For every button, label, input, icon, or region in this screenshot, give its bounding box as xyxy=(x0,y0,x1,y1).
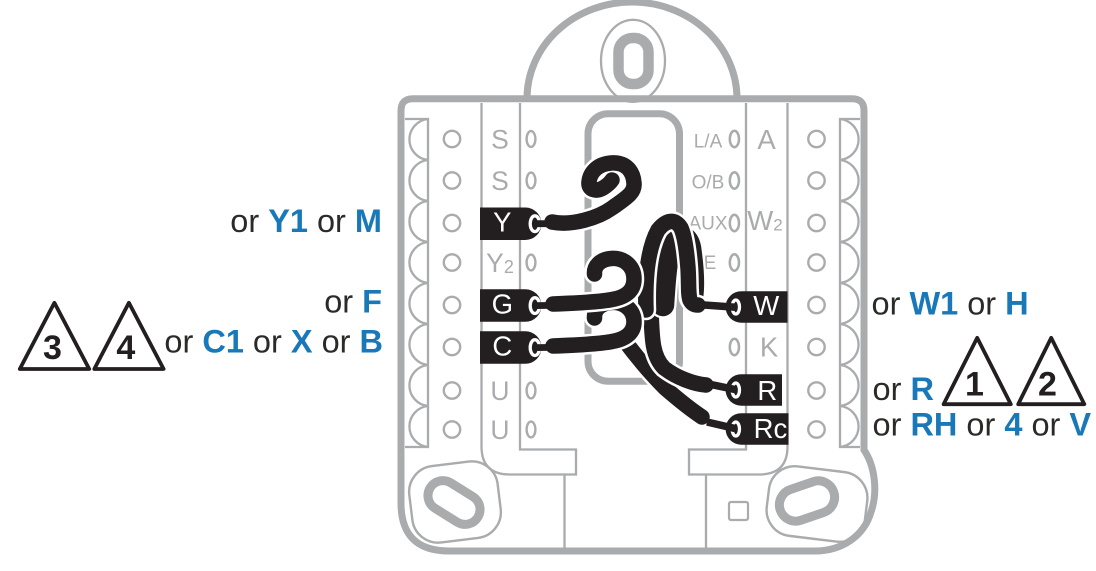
svg-text:Y: Y xyxy=(493,207,511,238)
svg-text:S: S xyxy=(491,166,509,196)
svg-text:C: C xyxy=(492,331,512,362)
svg-text:W2: W2 xyxy=(747,205,782,236)
svg-text:or C1 or X or B: or C1 or X or B xyxy=(164,324,383,360)
svg-text:3: 3 xyxy=(43,329,62,367)
svg-text:or F: or F xyxy=(324,283,382,319)
svg-text:L/A: L/A xyxy=(694,132,723,153)
svg-text:or RH or 4 or V: or RH or 4 or V xyxy=(873,407,1092,443)
svg-text:4: 4 xyxy=(116,329,135,367)
svg-text:G: G xyxy=(492,289,513,320)
svg-text:Rc: Rc xyxy=(754,413,788,444)
svg-text:S: S xyxy=(491,125,509,155)
svg-text:K: K xyxy=(760,332,779,363)
svg-text:A: A xyxy=(757,124,776,155)
svg-text:E: E xyxy=(704,253,717,274)
svg-text:O/B: O/B xyxy=(692,173,725,194)
svg-text:U: U xyxy=(490,415,509,445)
svg-text:or Y1 or M: or Y1 or M xyxy=(230,203,382,239)
svg-text:R: R xyxy=(757,375,777,406)
svg-text:AUX: AUX xyxy=(688,214,727,235)
svg-text:Y2: Y2 xyxy=(486,248,514,278)
svg-text:or R: or R xyxy=(873,371,934,407)
svg-text:U: U xyxy=(490,376,509,406)
svg-text:W: W xyxy=(753,290,779,321)
svg-text:or W1 or H: or W1 or H xyxy=(872,286,1029,322)
svg-text:2: 2 xyxy=(1038,366,1057,404)
svg-text:1: 1 xyxy=(965,366,984,404)
